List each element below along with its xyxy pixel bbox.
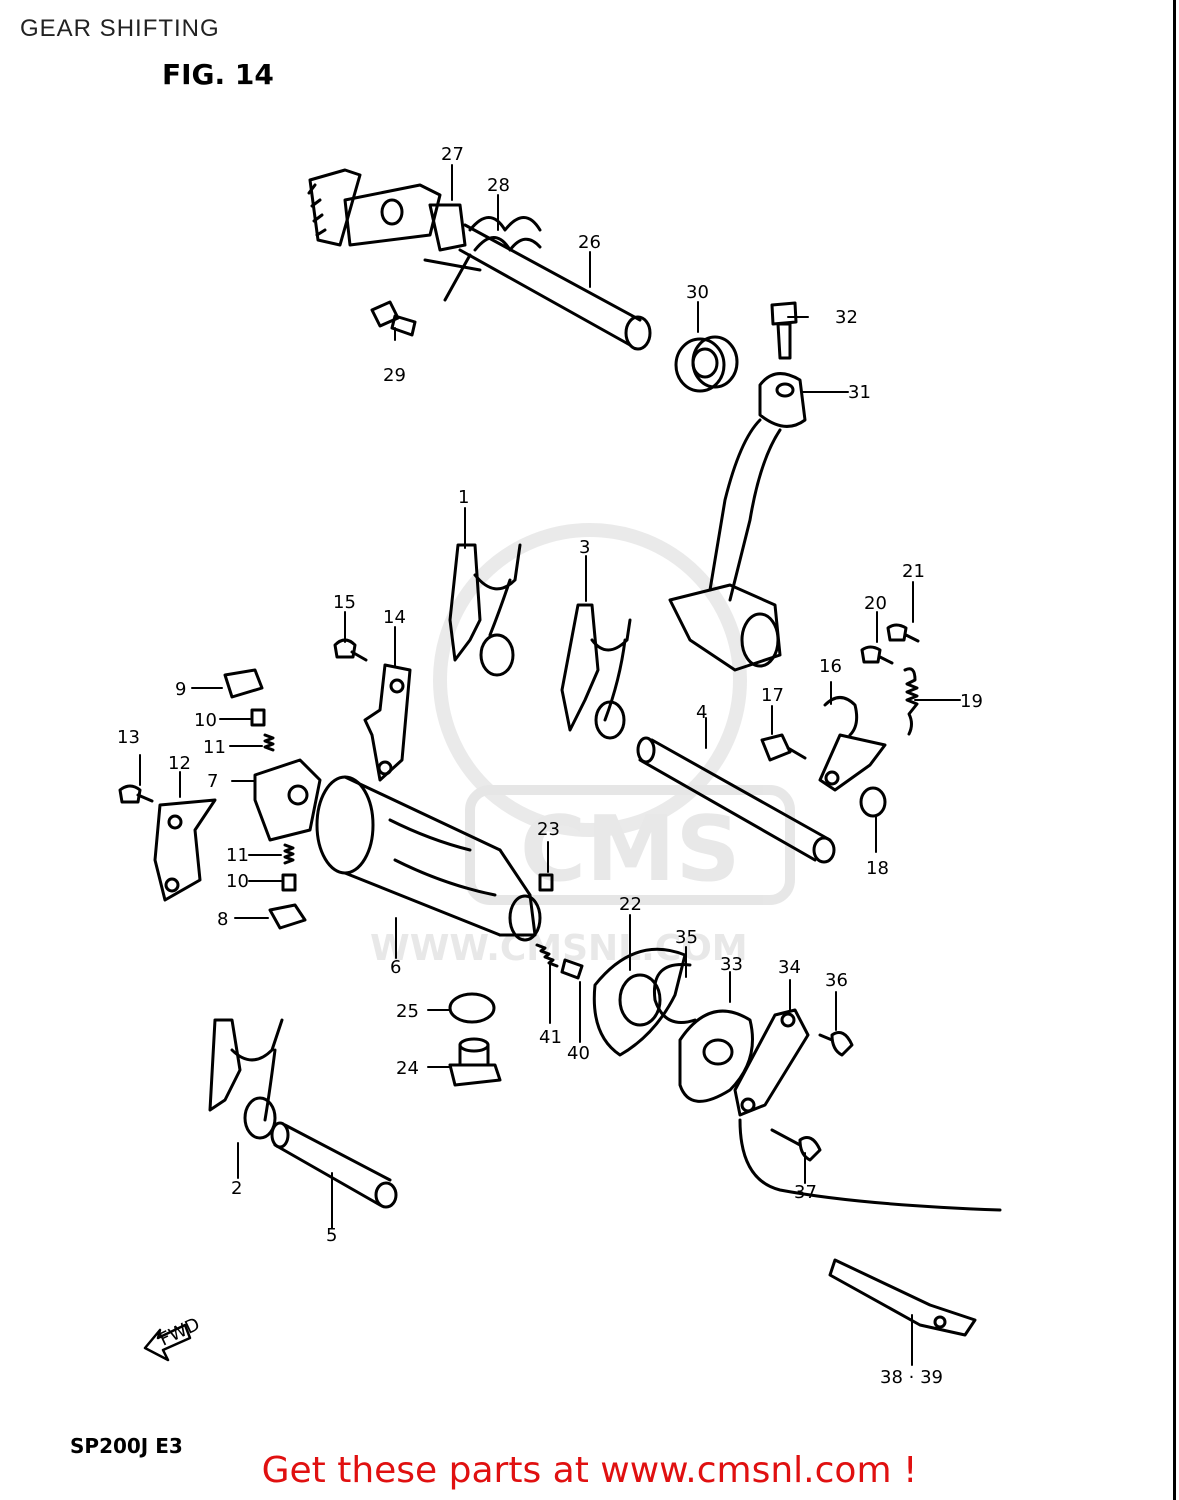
callout-40: 40 (567, 1043, 590, 1064)
circlip-35-part (652, 962, 697, 1024)
callout-19: 19 (960, 691, 983, 712)
callout-2: 2 (231, 1178, 242, 1199)
shift-cam-part (315, 775, 542, 942)
fork-shaft-5-part (270, 1121, 398, 1209)
shift-fork-2-part (208, 1018, 284, 1140)
switch-34-part (733, 1008, 1002, 1212)
callout-41: 41 (539, 1027, 562, 1048)
pin-23-part (538, 873, 554, 892)
stopper-arm-16-part (818, 696, 887, 792)
callout-12: 12 (168, 753, 191, 774)
callout-35: 35 (675, 927, 698, 948)
promo-link-text[interactable]: Get these parts at www.cmsnl.com ! (261, 1450, 918, 1491)
bolt-32-part (770, 301, 798, 360)
bolt-20-part (860, 645, 894, 665)
callout-16: 16 (819, 656, 842, 677)
bolt-21-part (886, 623, 920, 643)
spring-11-lower-part (283, 843, 295, 865)
watermark-brand: CMS (520, 797, 740, 902)
pin-40-part (560, 958, 584, 980)
callout-20: 20 (864, 593, 887, 614)
oil-seal-part (674, 335, 739, 393)
callout-1: 1 (458, 487, 469, 508)
fork-shaft-4-part (636, 736, 836, 864)
model-code: SP200J E3 (70, 1434, 183, 1458)
pin-10-upper-part (250, 708, 266, 727)
guide-plate-12-part (153, 798, 217, 902)
callout-4: 4 (696, 702, 707, 723)
callout-37: 37 (794, 1182, 817, 1203)
callout-24: 24 (396, 1058, 419, 1079)
ring-25-part (448, 992, 496, 1024)
callout-31: 31 (848, 382, 871, 403)
callout-27: 27 (441, 144, 464, 165)
callout-36: 36 (825, 970, 848, 991)
callout-10-upper: 10 (194, 710, 217, 731)
page-border (1173, 0, 1176, 1500)
callout-21: 21 (902, 561, 925, 582)
callout-32: 32 (835, 307, 858, 328)
fwd-label: FWD (156, 1314, 203, 1351)
callout-34: 34 (778, 957, 801, 978)
shift-fork-1-part (448, 543, 522, 677)
callout-numbers: 1 2 3 4 5 6 7 8 9 10 10 11 11 12 13 14 1… (117, 144, 983, 1388)
bolt-29-part (370, 300, 417, 337)
plate-33-part (678, 1009, 754, 1103)
screw-36-part (818, 1031, 854, 1057)
callout-28: 28 (487, 175, 510, 196)
callout-25: 25 (396, 1001, 419, 1022)
callout-6: 6 (390, 957, 401, 978)
spring-19-part (903, 667, 919, 736)
callout-9: 9 (175, 679, 186, 700)
plug-24-part (448, 1037, 502, 1087)
shift-fork-3-part (560, 603, 632, 740)
callout-33: 33 (720, 954, 743, 975)
screw-37-part (770, 1128, 822, 1162)
cam-stopper-part (253, 758, 322, 842)
cam-22-part (592, 947, 687, 1057)
fwd-arrow-icon (143, 1323, 192, 1362)
callout-26: 26 (578, 232, 601, 253)
clamp-38-39-part (828, 1258, 977, 1337)
spring-11-upper-part (263, 733, 275, 752)
gearshift-lever-part (668, 372, 807, 672)
bolt-17-part (760, 733, 807, 762)
watermark: CMS WWW.CMSNL.COM (370, 523, 795, 969)
leader-lines (139, 164, 961, 1366)
shift-shaft-part (307, 168, 652, 351)
callout-22: 22 (619, 894, 642, 915)
callout-15: 15 (333, 592, 356, 613)
callout-11-lower: 11 (226, 845, 249, 866)
callout-23: 23 (537, 819, 560, 840)
callout-10-lower: 10 (226, 871, 249, 892)
pawl-9-part (223, 668, 264, 699)
callout-18: 18 (866, 858, 889, 879)
pin-10-lower-part (281, 873, 297, 892)
callout-30: 30 (686, 282, 709, 303)
callout-5: 5 (326, 1225, 337, 1246)
washer-18-part (859, 786, 887, 818)
callout-14: 14 (383, 607, 406, 628)
callout-7: 7 (207, 771, 218, 792)
screw-15-part (333, 638, 368, 662)
callout-8: 8 (217, 909, 228, 930)
callout-38-39: 38 · 39 (880, 1367, 943, 1388)
callout-17: 17 (761, 685, 784, 706)
plate-14-part (363, 663, 412, 782)
callout-3: 3 (579, 537, 590, 558)
page-title: GEAR SHIFTING (20, 15, 220, 42)
callout-29: 29 (383, 365, 406, 386)
screw-13-part (118, 784, 154, 804)
callout-11-upper: 11 (203, 737, 226, 758)
figure-label: FIG. 14 (162, 58, 274, 91)
callout-13: 13 (117, 727, 140, 748)
pawl-8-part (268, 903, 307, 930)
